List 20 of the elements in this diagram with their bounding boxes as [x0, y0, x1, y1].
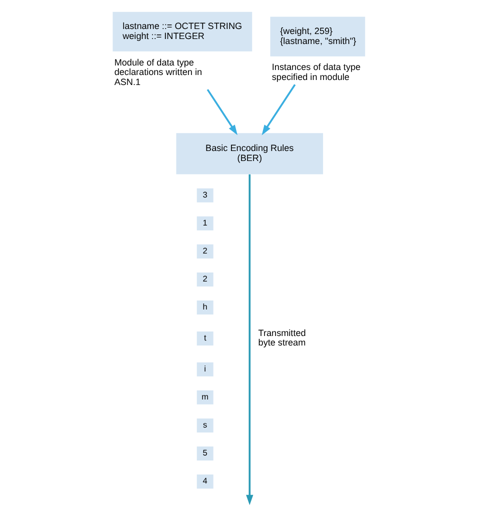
arrow [262, 84, 296, 136]
arrow [206, 89, 238, 136]
node-box: h [196, 300, 214, 315]
node-box: i [196, 362, 214, 376]
node-box: {weight, 259} {lastname, "smith"} [270, 16, 366, 56]
node-box: 3 [196, 188, 214, 202]
node-box: 1 [196, 216, 214, 230]
node-box: Basic Encoding Rules (BER) [176, 133, 324, 174]
node-box: 2 [196, 272, 214, 286]
node-box: 2 [196, 244, 214, 258]
node-box: s [196, 418, 214, 432]
node-box: 4 [196, 474, 214, 489]
node-label: Instances of data type specified in module [272, 62, 361, 82]
arrow [246, 174, 254, 506]
node-box: 5 [196, 446, 214, 461]
node-box: t [196, 331, 214, 346]
node-box: lastname ::= OCTET STRING weight ::= INTEGER [112, 12, 252, 52]
edge-label: Transmitted byte stream [258, 328, 306, 348]
node-label: Module of data type declarations written in ASN.1 [114, 57, 202, 88]
node-box: m [196, 390, 214, 404]
